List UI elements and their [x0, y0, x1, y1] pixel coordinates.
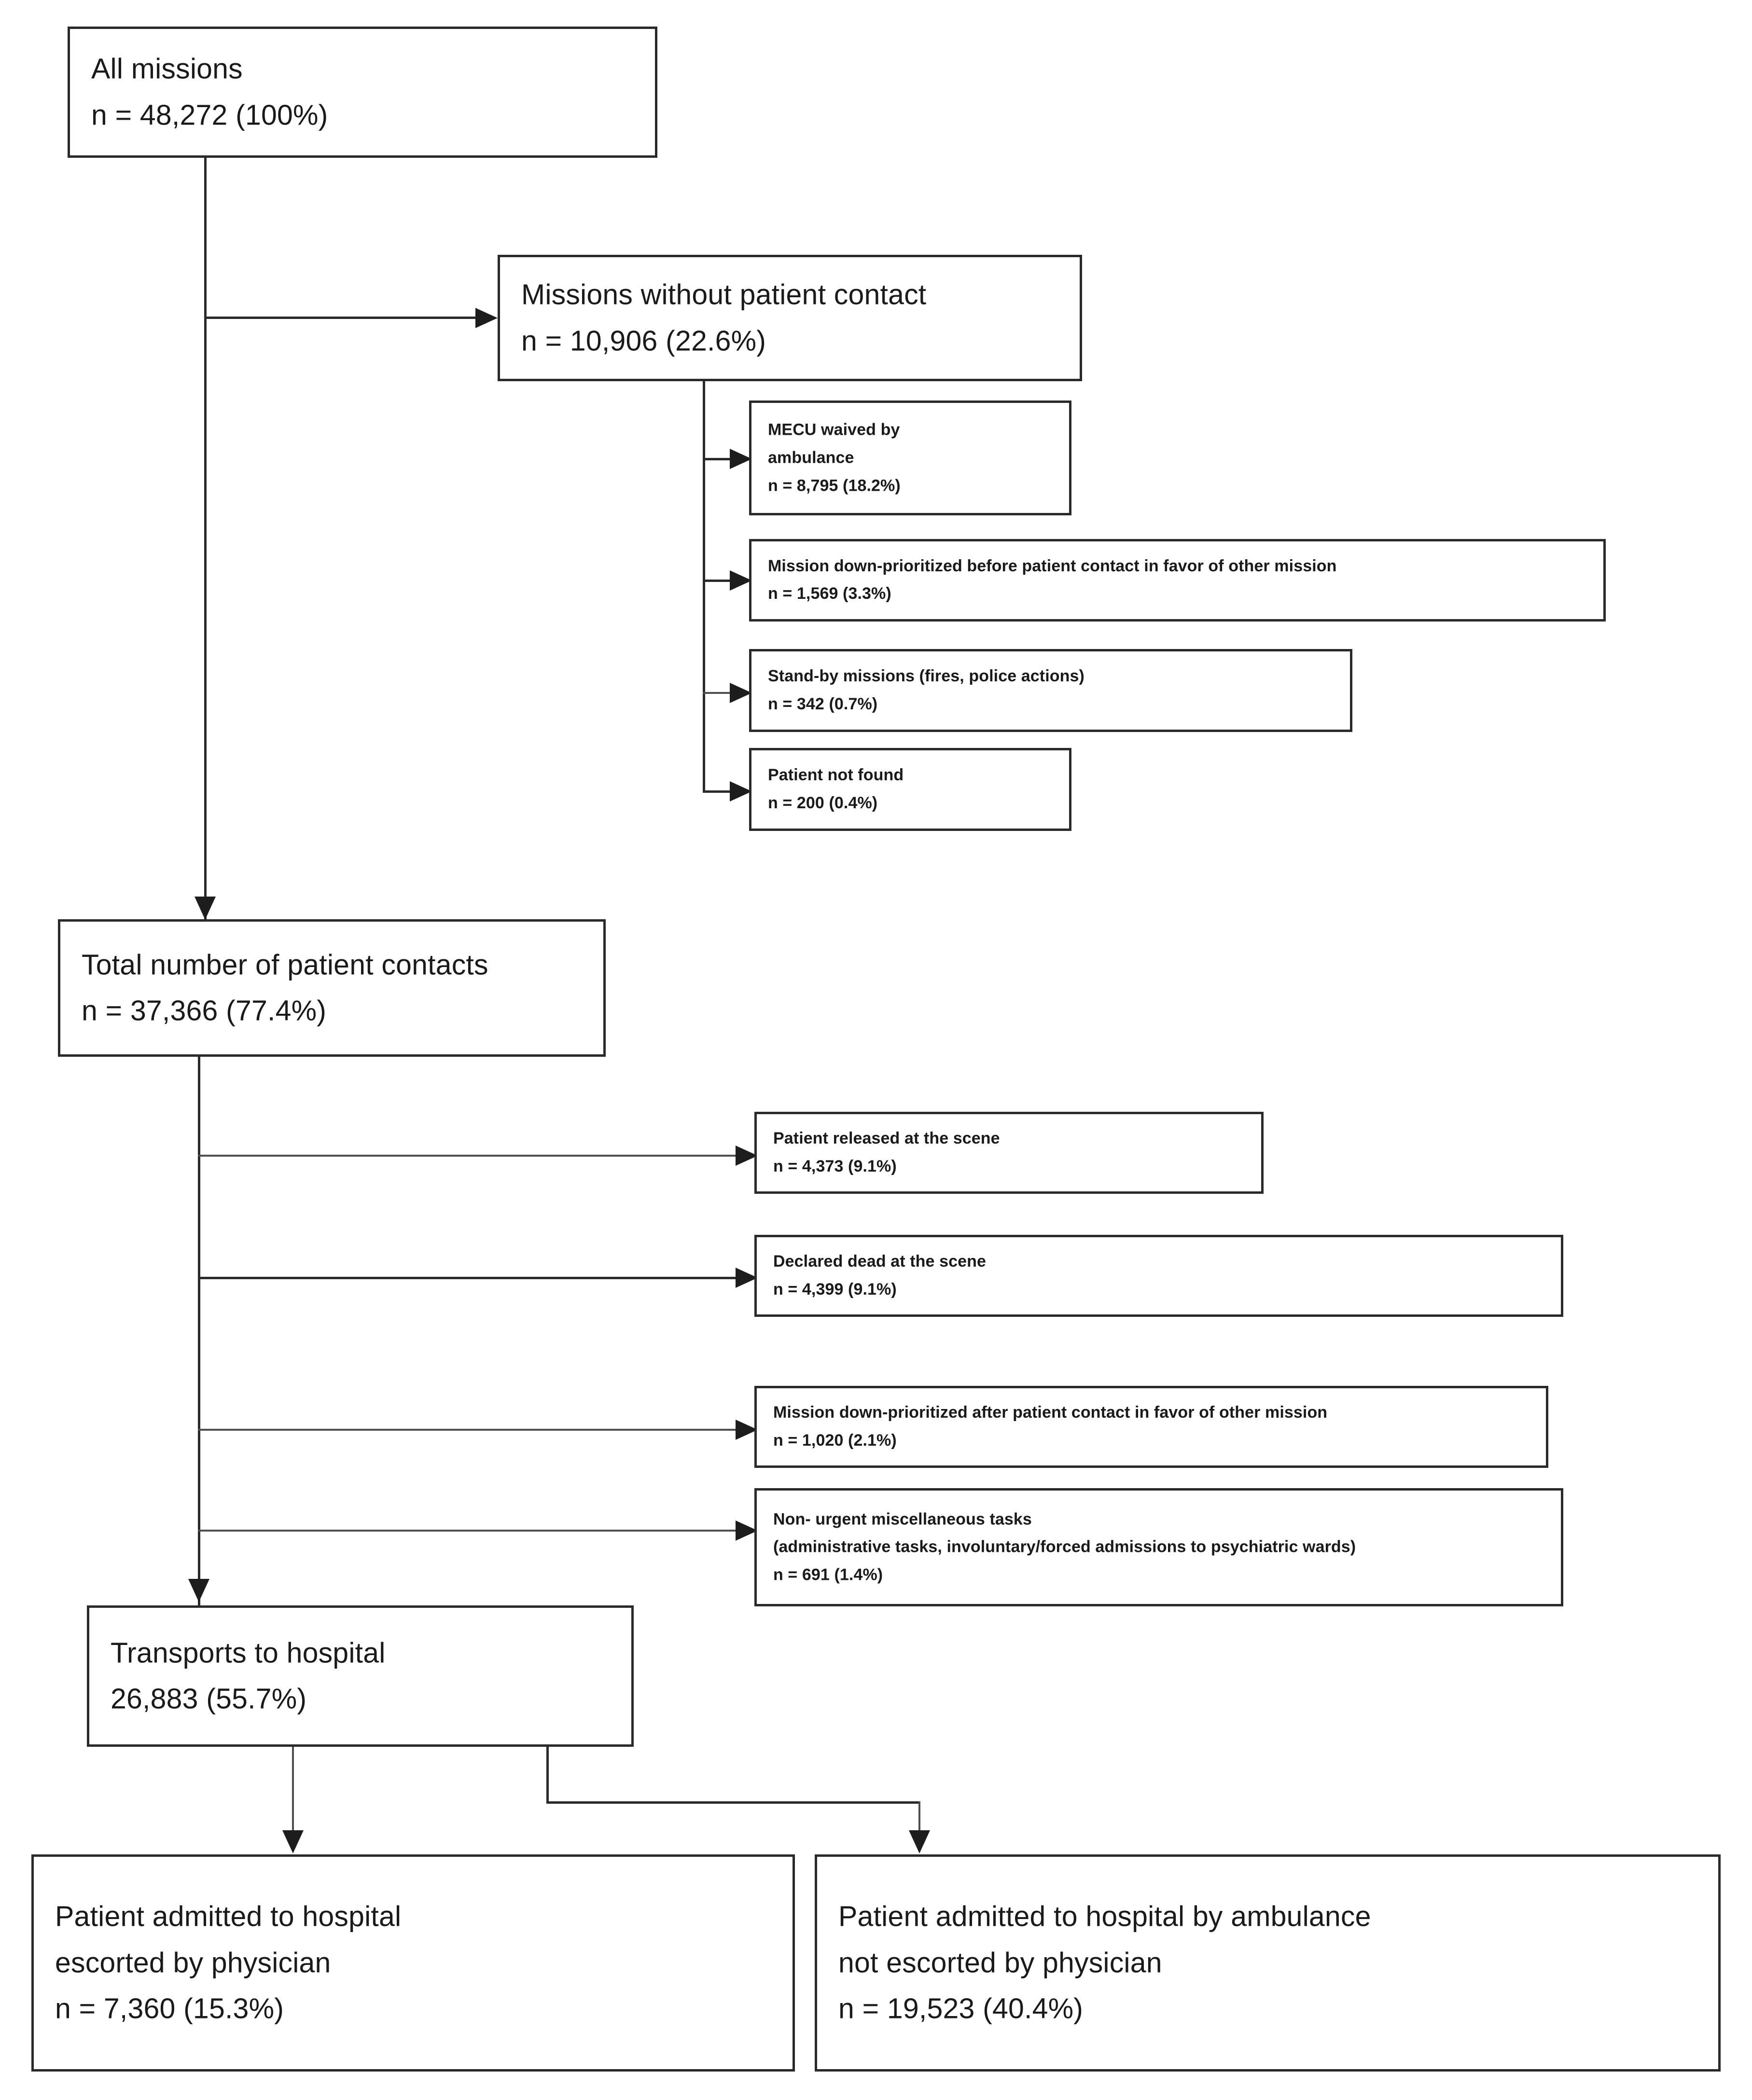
node-down-prioritized-after[interactable]: Mission down-prioritized after patient c…: [754, 1386, 1548, 1468]
connector-to-mecu-waived: [703, 458, 732, 460]
connector-to-down-prio-before: [703, 580, 732, 582]
connector-to-admitted-ambulance: [918, 1801, 920, 1835]
node-total-patient-contacts[interactable]: Total number of patient contacts n = 37,…: [58, 919, 606, 1057]
dead-count: n = 4,399 (9.1%): [773, 1280, 897, 1299]
released-label: Patient released at the scene: [773, 1129, 1000, 1148]
standby-count: n = 342 (0.7%): [768, 695, 878, 713]
arrowhead-to-mecu-waived: [730, 449, 752, 469]
node-standby-missions[interactable]: Stand-by missions (fires, police actions…: [749, 649, 1352, 732]
connector-to-dead: [198, 1277, 738, 1279]
connector-transports-right-drop: [546, 1745, 549, 1804]
connector-to-released: [198, 1155, 738, 1157]
node-patient-released[interactable]: Patient released at the scene n = 4,373 …: [754, 1112, 1264, 1194]
not-found-label: Patient not found: [768, 766, 904, 785]
admitted-physician-line1: Patient admitted to hospital: [55, 1900, 402, 1933]
node-patient-not-found[interactable]: Patient not found n = 200 (0.4%): [749, 748, 1071, 831]
total-contacts-label: Total number of patient contacts: [82, 948, 488, 981]
arrowhead-to-total-contacts: [195, 897, 216, 920]
connector-to-standby: [703, 692, 732, 694]
transports-label: Transports to hospital: [111, 1636, 386, 1669]
arrowhead-to-standby: [730, 683, 752, 703]
connector-to-admitted-physician: [292, 1745, 294, 1835]
released-count: n = 4,373 (9.1%): [773, 1157, 897, 1175]
node-declared-dead[interactable]: Declared dead at the scene n = 4,399 (9.…: [754, 1235, 1563, 1317]
node-admitted-escorted-by-physician[interactable]: Patient admitted to hospital escorted by…: [31, 1854, 795, 2072]
non-urgent-count: n = 691 (1.4%): [773, 1565, 883, 1584]
mecu-waived-line2: ambulance: [768, 448, 854, 467]
arrowhead-to-dead: [736, 1268, 758, 1288]
arrowhead-to-admitted-ambulance: [909, 1830, 930, 1853]
connector-main-spine: [204, 155, 207, 922]
not-found-count: n = 200 (0.4%): [768, 794, 878, 812]
arrowhead-to-no-contact: [475, 308, 498, 328]
transports-count: 26,883 (55.7%): [111, 1683, 307, 1715]
arrowhead-to-admitted-physician: [282, 1830, 304, 1853]
connector-to-not-found: [703, 790, 732, 793]
node-transports-to-hospital[interactable]: Transports to hospital 26,883 (55.7%): [87, 1605, 634, 1747]
mecu-waived-count: n = 8,795 (18.2%): [768, 476, 901, 495]
no-contact-count: n = 10,906 (22.6%): [521, 325, 766, 357]
connector-transports-right-run: [546, 1801, 920, 1804]
admitted-ambulance-count: n = 19,523 (40.4%): [838, 1992, 1084, 2025]
arrowhead-to-transports: [188, 1579, 209, 1602]
node-all-missions[interactable]: All missions n = 48,272 (100%): [68, 27, 657, 158]
arrowhead-to-not-found: [730, 781, 752, 801]
arrowhead-to-non-urgent: [736, 1520, 758, 1541]
connector-to-down-prio-after: [198, 1429, 738, 1431]
connector-to-no-contact: [204, 317, 478, 319]
down-prio-before-count: n = 1,569 (3.3%): [768, 584, 891, 603]
non-urgent-line1: Non- urgent miscellaneous tasks: [773, 1509, 1032, 1528]
node-mecu-waived[interactable]: MECU waived by ambulance n = 8,795 (18.2…: [749, 401, 1071, 515]
down-prio-after-label: Mission down-prioritized after patient c…: [773, 1403, 1328, 1422]
all-missions-count: n = 48,272 (100%): [91, 99, 328, 131]
node-admitted-by-ambulance[interactable]: Patient admitted to hospital by ambulanc…: [815, 1854, 1721, 2072]
non-urgent-line2: (administrative tasks, involuntary/force…: [773, 1537, 1356, 1556]
mecu-waived-line1: MECU waived by: [768, 420, 900, 439]
connector-upper-sub-spine: [703, 379, 705, 792]
node-missions-without-patient-contact[interactable]: Missions without patient contact n = 10,…: [498, 255, 1082, 381]
arrowhead-to-down-prio-after: [736, 1420, 758, 1440]
connector-to-non-urgent: [198, 1530, 738, 1532]
admitted-physician-line2: escorted by physician: [55, 1947, 331, 1979]
arrowhead-to-released: [736, 1146, 758, 1166]
admitted-physician-count: n = 7,360 (15.3%): [55, 1992, 284, 2025]
down-prio-before-label: Mission down-prioritized before patient …: [768, 556, 1337, 575]
node-down-prioritized-before[interactable]: Mission down-prioritized before patient …: [749, 539, 1606, 622]
admitted-ambulance-line2: not escorted by physician: [838, 1947, 1162, 1979]
dead-label: Declared dead at the scene: [773, 1252, 987, 1271]
no-contact-label: Missions without patient contact: [521, 278, 927, 311]
down-prio-after-count: n = 1,020 (2.1%): [773, 1431, 897, 1450]
standby-label: Stand-by missions (fires, police actions…: [768, 667, 1085, 686]
all-missions-label: All missions: [91, 53, 243, 85]
arrowhead-to-down-prio-before: [730, 570, 752, 591]
node-non-urgent-tasks[interactable]: Non- urgent miscellaneous tasks (adminis…: [754, 1488, 1563, 1606]
connector-lower-main-spine: [198, 1055, 200, 1629]
admitted-ambulance-line1: Patient admitted to hospital by ambulanc…: [838, 1900, 1371, 1933]
total-contacts-count: n = 37,366 (77.4%): [82, 995, 327, 1027]
